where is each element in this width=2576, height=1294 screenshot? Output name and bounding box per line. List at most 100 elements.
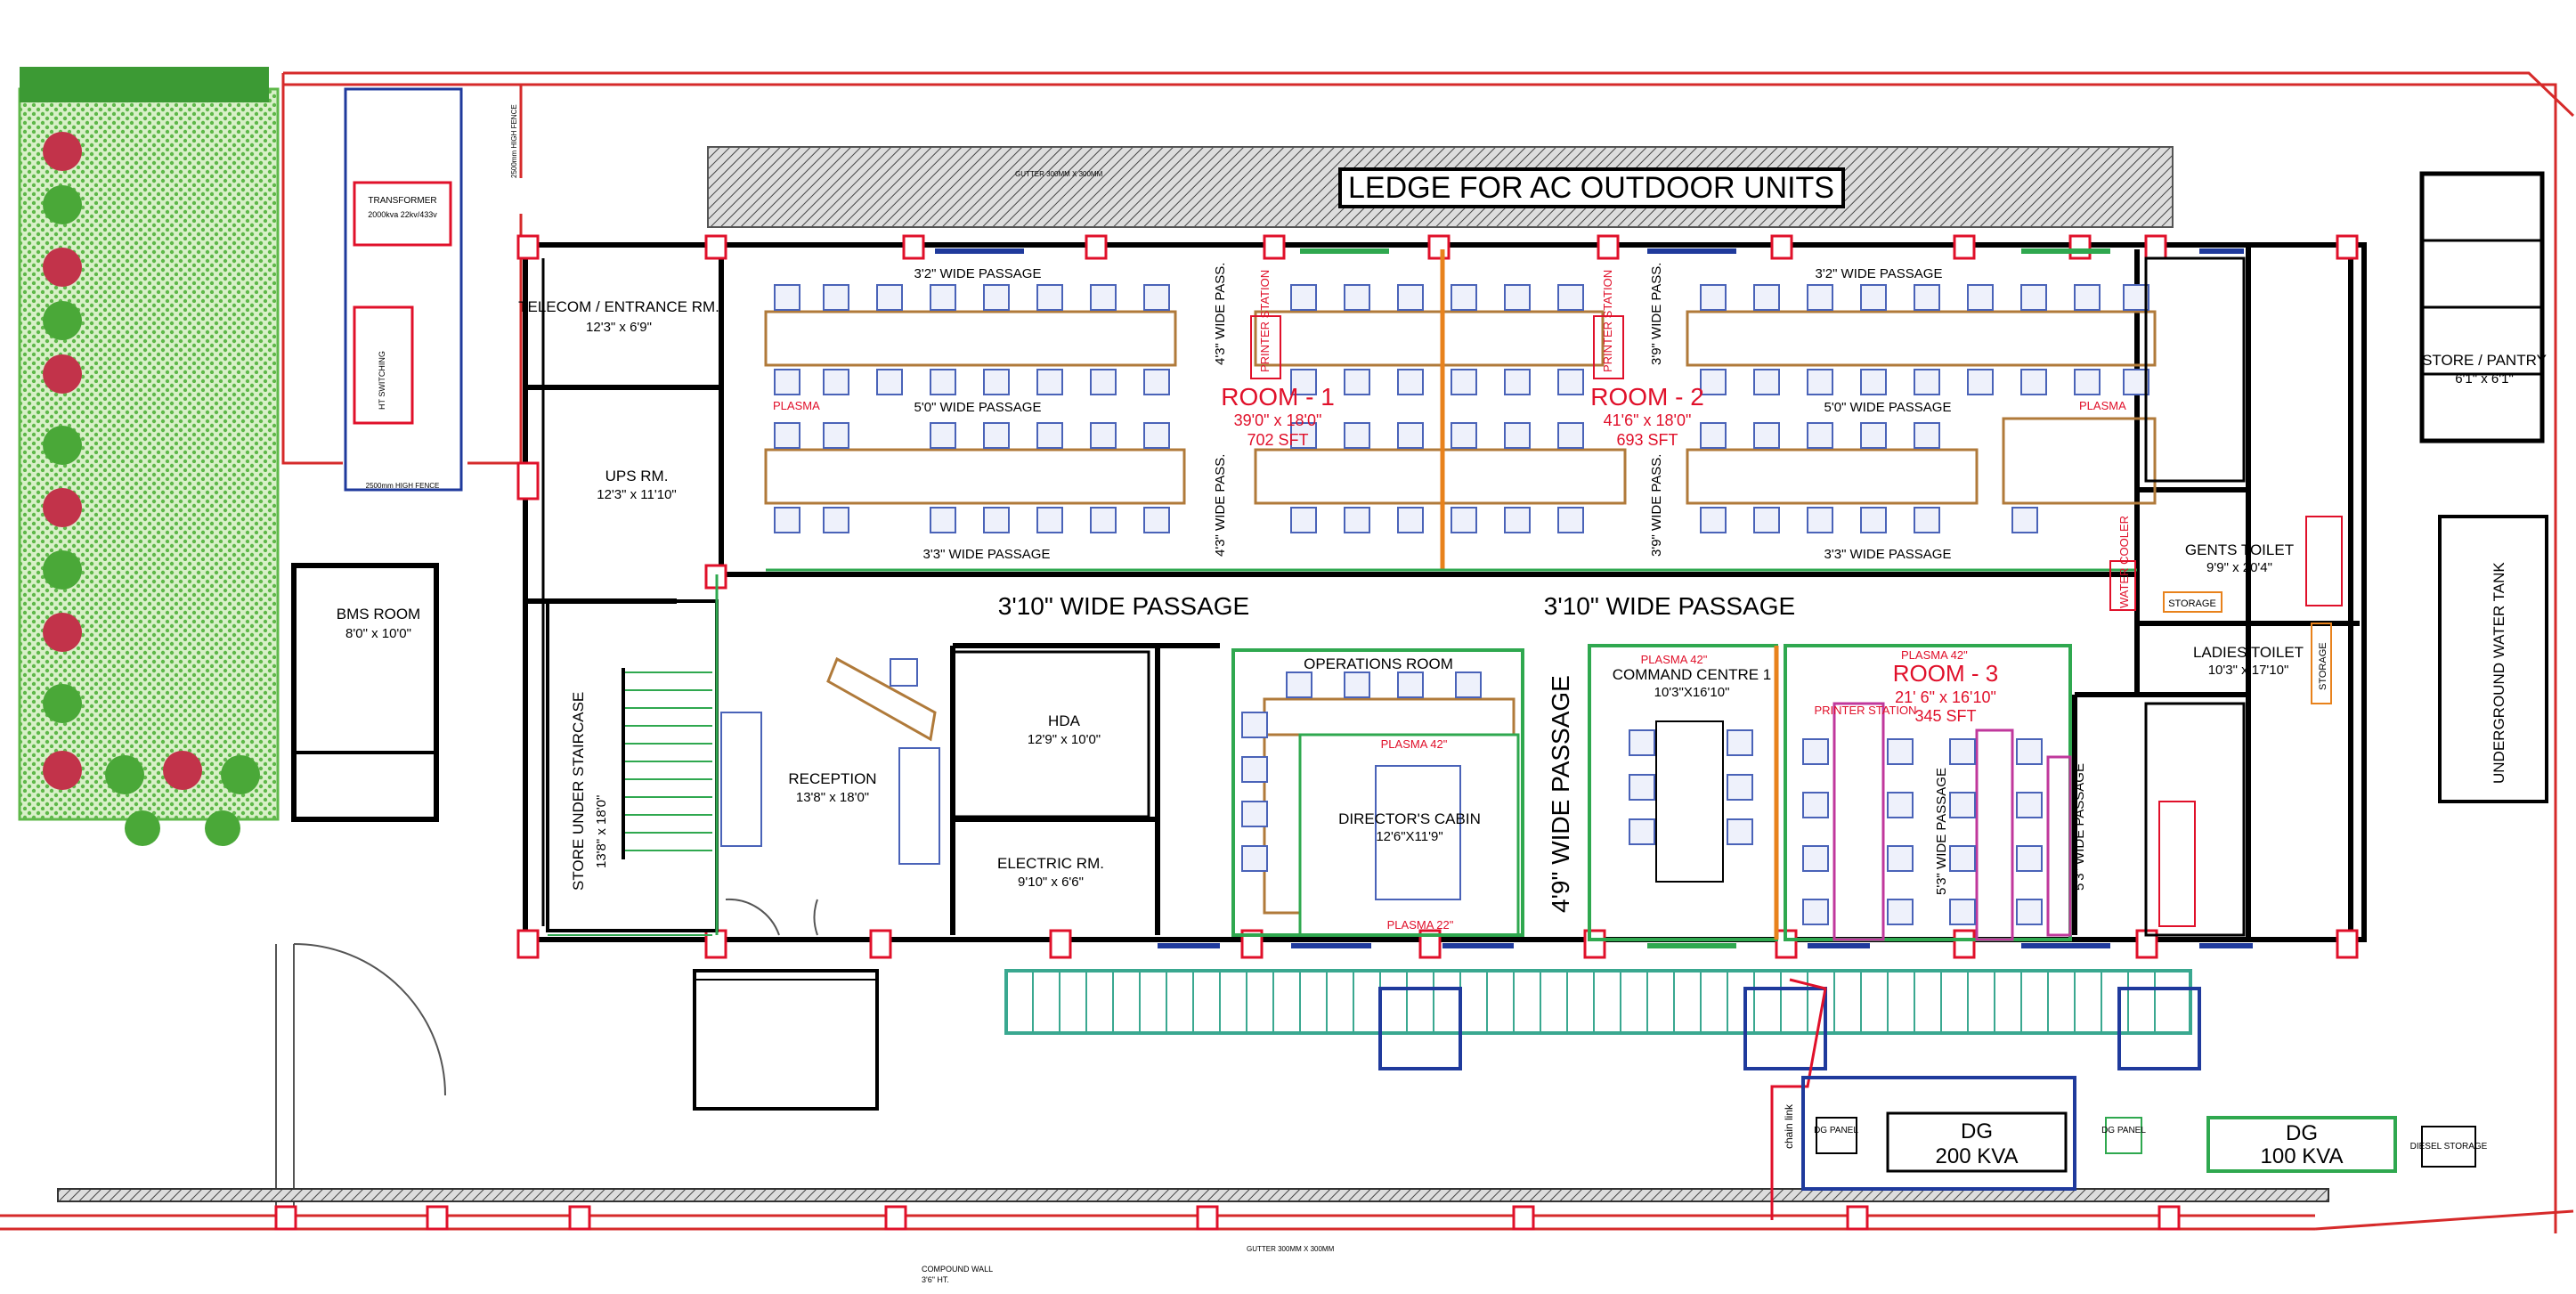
dg-100-set: DG PANEL DG 100 KVA DIESEL STORAGE	[2101, 1116, 2488, 1173]
hda-room: HDA 12'9" x 10'0"	[951, 650, 1150, 818]
directors-cabin-size: 12'6"X11'9"	[1376, 829, 1442, 844]
room1-name: ROOM - 1	[1221, 383, 1335, 411]
garden	[18, 67, 280, 846]
high-fence-label-2: 2500mm HIGH FENCE	[366, 482, 440, 490]
site-gate	[275, 943, 446, 1211]
room3-name: ROOM - 3	[1893, 660, 1998, 687]
gutter-bottom-label: GUTTER 300MM X 300MM	[1247, 1245, 1335, 1253]
bms-room: BMS ROOM 8'0" x 10'0"	[291, 563, 439, 822]
dg-panel-label-2: DG PANEL	[2101, 1126, 2146, 1135]
building-walls	[523, 242, 2367, 942]
gents-toilet-size: 9'9" x 20'4"	[2206, 560, 2272, 575]
passage-big-left: 3'10" WIDE PASSAGE	[998, 592, 1249, 620]
high-fence-label-1: 2500mm HIGH FENCE	[510, 104, 518, 178]
electric-size: 9'10" x 6'6"	[1018, 875, 1084, 890]
ht-switching-label: HT SWITCHING	[378, 351, 386, 410]
workstation-chairs	[774, 284, 2149, 925]
room3-passage-b: 5'3" WIDE PASSAGE	[2072, 763, 2087, 891]
ladies-toilet-name: LADIES TOILET	[2193, 644, 2304, 661]
printer-room3: PRINTER STATION	[1814, 704, 1916, 717]
passage-32-left: 3'2" WIDE PASSAGE	[914, 266, 1042, 281]
ac-ledge: LEDGE FOR AC OUTDOOR UNITS GUTTER 300MM …	[707, 146, 2174, 228]
passage-39-bottom: 3'9" WIDE PASS.	[1649, 454, 1664, 557]
command-centre: COMMAND CENTRE 1 10'3"X16'10" PLASMA 42"	[1588, 644, 1779, 941]
hda-size: 12'9" x 10'0"	[1028, 732, 1101, 747]
hda-name: HDA	[1048, 712, 1081, 729]
passage-50-left: 5'0" WIDE PASSAGE	[914, 400, 1042, 415]
printer-label-1: PRINTER STATION	[1258, 270, 1272, 372]
staircase: STORE UNDER STAIRCASE 13'8" x 18'0"	[546, 599, 719, 936]
passage-39-top: 3'9" WIDE PASS.	[1649, 263, 1664, 365]
operations-room-name: OPERATIONS ROOM	[1304, 655, 1453, 672]
transformer-label: TRANSFORMER	[368, 196, 436, 206]
store-pantry-block	[2419, 171, 2545, 444]
bms-room-name: BMS ROOM	[337, 606, 420, 623]
telecom-room-size: 12'3" x 6'9"	[586, 320, 652, 335]
toilets: GENTS TOILET 9'9" x 20'4" LADIES TOILET …	[2109, 256, 2343, 937]
compound-wall: COMPOUND WALL 3'6" HT. GUTTER 300MM X 30…	[57, 1188, 2329, 1284]
passage-32-right: 3'2" WIDE PASSAGE	[1816, 266, 1943, 281]
storage-label-1: STORAGE	[2168, 598, 2216, 609]
command-centre-name: COMMAND CENTRE 1	[1613, 666, 1772, 683]
passage-33-right: 3'3" WIDE PASSAGE	[1824, 547, 1952, 562]
ledge-label: LEDGE FOR AC OUTDOOR UNITS	[1348, 171, 1834, 205]
printer-label-2: PRINTER STATION	[1601, 270, 1614, 372]
chain-link-fence	[1770, 978, 1827, 1220]
diesel-storage-label: DIESEL STORAGE	[2410, 1142, 2488, 1152]
water-tank: UNDERGROUND WATER TANK	[2438, 515, 2548, 803]
ladies-toilet-size: 10'3" x 17'10"	[2208, 663, 2289, 678]
compound-wall-label: COMPOUND WALL	[922, 1265, 993, 1274]
compound-wall-size: 3'6" HT.	[922, 1275, 949, 1284]
yard-walls	[281, 73, 523, 465]
dg200-label: DG	[1961, 1119, 1993, 1143]
reception: RECEPTION 13'8" x 18'0"	[693, 574, 940, 1111]
room3-size: 21' 6" x 16'10"	[1895, 688, 1996, 706]
storage-label-2: STORAGE	[2318, 642, 2328, 690]
ups-room-size: 12'3" x 11'10"	[597, 487, 677, 502]
passage-43-bottom: 4'3" WIDE PASS.	[1213, 454, 1228, 557]
passage-50-right: 5'0" WIDE PASSAGE	[1824, 400, 1952, 415]
dg-200-set: DG PANEL DG 200 KVA	[1801, 1076, 2076, 1191]
printer-station-2	[1593, 315, 1624, 379]
store-staircase-size: 13'8" x 18'0"	[594, 795, 609, 868]
structural-columns	[274, 234, 2359, 1231]
room1-area: 702 SFT	[1247, 431, 1308, 449]
plasma22-director: PLASMA 22"	[1387, 918, 1454, 932]
dg100-capacity: 100 KVA	[2261, 1144, 2344, 1168]
reception-name: RECEPTION	[788, 770, 876, 787]
room2-area: 693 SFT	[1616, 431, 1678, 449]
dg-panel-label-1: DG PANEL	[1814, 1126, 1858, 1135]
room2-size: 41'6" x 18'0"	[1604, 411, 1692, 429]
dg200-capacity: 200 KVA	[1936, 1144, 2019, 1168]
store-staircase-name: STORE UNDER STAIRCASE	[570, 692, 587, 891]
passage-33-left: 3'3" WIDE PASSAGE	[923, 547, 1051, 562]
room3-passage-a: 5'3" WIDE PASSAGE	[1934, 768, 1949, 895]
reception-size: 13'8" x 18'0"	[796, 790, 869, 805]
passage-big-right: 3'10" WIDE PASSAGE	[1544, 592, 1795, 620]
gutter-top-label: GUTTER 300MM X 300MM	[1015, 170, 1103, 178]
transformer-spec: 2000kva 22kv/433v	[368, 210, 437, 219]
printer-station-1	[1250, 315, 1281, 379]
plasma42-command: PLASMA 42"	[1641, 653, 1708, 666]
directors-cabin-name: DIRECTOR'S CABIN	[1338, 810, 1481, 827]
bms-room-size: 8'0" x 10'0"	[345, 626, 411, 641]
room2-name: ROOM - 2	[1590, 383, 1704, 411]
electric-room: ELECTRIC RM. 9'10" x 6'6"	[997, 855, 1104, 890]
plasma-label-2: PLASMA	[2079, 399, 2126, 412]
passage-vertical-49: 4'9" WIDE PASSAGE	[1547, 675, 1574, 913]
gents-toilet-name: GENTS TOILET	[2185, 541, 2294, 558]
room3-area: 345 SFT	[1914, 707, 1976, 725]
passage-43-top: 4'3" WIDE PASS.	[1213, 263, 1228, 365]
room1-size: 39'0" x 18'0"	[1234, 411, 1322, 429]
store-pantry-size: 6'1" x 6'1"	[2455, 371, 2514, 387]
store-pantry-name: STORE / PANTRY	[2422, 352, 2547, 369]
room-2-workstations	[1686, 310, 2157, 505]
dg100-label: DG	[2286, 1121, 2318, 1145]
operations-room: OPERATIONS ROOM DIRECTOR'S CABIN 12'6"X1…	[1231, 648, 1524, 937]
room-3: ROOM - 3 21' 6" x 16'10" 345 SFT 5'3" WI…	[1784, 644, 2087, 941]
ups-room-name: UPS RM.	[605, 468, 669, 484]
front-ramp	[1004, 969, 2201, 1070]
plasma42-room3: PLASMA 42"	[1901, 648, 1968, 662]
electric-name: ELECTRIC RM.	[997, 855, 1104, 872]
